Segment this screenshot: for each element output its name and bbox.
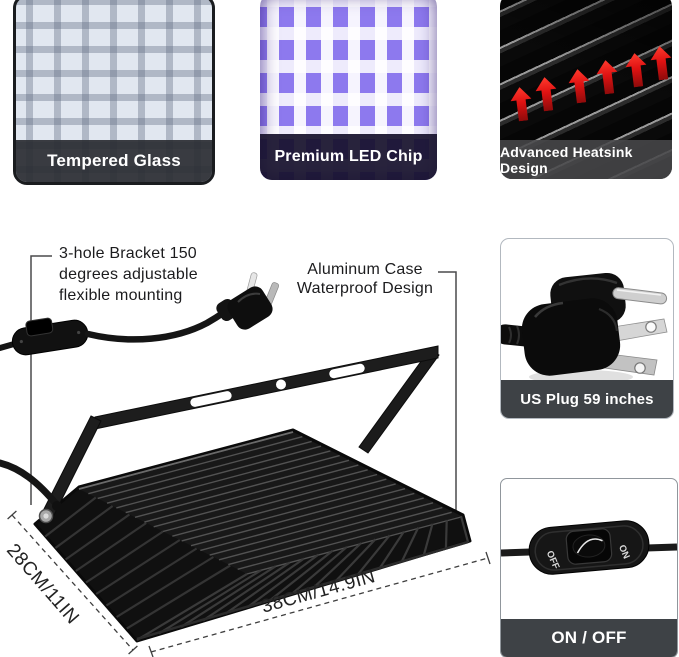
bracket-annotation-line: degrees adjustable (59, 266, 198, 283)
feature-card-heatsink: Advanced Heatsink Design (500, 0, 672, 179)
mounting-bracket (38, 345, 439, 524)
bracket-annotation-line: flexible mounting (59, 287, 183, 304)
on-off-label: ON / OFF (551, 628, 627, 647)
bracket-annotation: 3-hole Bracket 150 degrees adjustable fl… (59, 243, 198, 306)
heat-arrow-icon (595, 59, 620, 95)
case-annotation: Aluminum Case Waterproof Design (294, 260, 436, 298)
cord-with-switch-image (0, 272, 280, 356)
us-plug-label: US Plug 59 inches (520, 390, 654, 408)
led-chip-label: Premium LED Chip (274, 148, 423, 165)
heatsink-label: Advanced Heatsink Design (500, 143, 633, 176)
card-caption: ON / OFF (501, 619, 677, 657)
bracket-annotation-line: 3-hole Bracket 150 (59, 245, 197, 262)
heat-arrow-icon (649, 45, 672, 81)
side-card-us-plug: US Plug 59 inches (500, 238, 674, 419)
card-caption: Premium LED Chip (260, 134, 437, 180)
bracket-leader-line (30, 255, 52, 505)
feature-card-led-chip: Premium LED Chip (260, 0, 437, 180)
dimension-line-front (148, 551, 491, 657)
side-card-on-off-switch: OFF ON ON / OFF (500, 478, 678, 657)
flood-light-image (0, 255, 491, 657)
lamp-cord (0, 459, 61, 509)
heat-arrow-icon (567, 68, 592, 104)
inline-switch-image: OFF ON (501, 520, 677, 575)
case-annotation-line: Waterproof Design (296, 280, 434, 297)
heat-arrow-icon (509, 86, 534, 122)
case-annotation-line: Aluminum Case (307, 261, 423, 278)
card-caption: Advanced Heatsink Design (500, 140, 672, 179)
plug-small (216, 272, 280, 330)
case-leader-line (438, 271, 457, 511)
card-caption: Tempered Glass (16, 140, 212, 182)
card-caption: US Plug 59 inches (501, 380, 673, 418)
inline-switch-small (11, 317, 89, 356)
feature-card-tempered-glass: Tempered Glass (13, 0, 215, 185)
heatsink-side-slats (44, 496, 470, 641)
us-plug-image (501, 272, 668, 380)
tempered-glass-label: Tempered Glass (47, 151, 181, 170)
heat-arrow-icon (534, 76, 559, 112)
dimension-line-side (7, 510, 138, 655)
heat-arrow-icon (624, 52, 649, 88)
switch-on-label: ON (616, 543, 632, 561)
